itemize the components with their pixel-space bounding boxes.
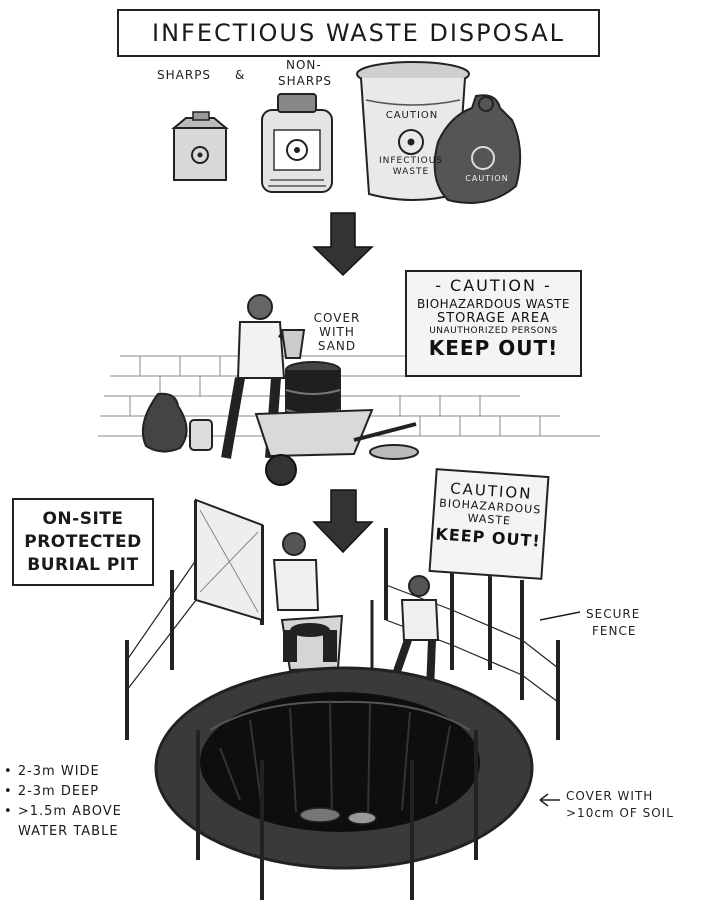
page-title: INFECTIOUS WASTE DISPOSAL	[117, 9, 600, 57]
bin-label-caution: CAUTION	[382, 110, 442, 121]
storage-sign-biohazard: BIOHAZARDOUS WASTE	[407, 297, 580, 311]
soil-label-line2: >10cm OF SOIL	[566, 805, 674, 822]
spec-water-table: • >1.5m ABOVE	[4, 802, 122, 822]
fence-label-line1: SECURE	[586, 606, 640, 623]
cover-label-line3: SAND	[312, 339, 362, 353]
bag-label-caution: CAUTION	[462, 174, 512, 183]
label-arrow-icon	[540, 794, 560, 806]
small-jar-icon	[190, 420, 212, 450]
secure-fence-label: SECURE FENCE	[586, 606, 640, 640]
pit-box-line1: ON-SITE	[42, 508, 123, 531]
pit-box-line2: PROTECTED	[24, 531, 142, 554]
down-arrow-icon	[314, 213, 372, 275]
bin-label-infectious: INFECTIOUS	[378, 156, 444, 166]
sand-bucket-icon	[282, 330, 304, 358]
spec-water-text: >1.5m ABOVE	[18, 804, 122, 819]
cover-label-line2: WITH	[312, 325, 362, 339]
caution-sign-post	[490, 565, 522, 670]
sharps-box-icon	[174, 112, 226, 180]
spec-width-text: 2-3m WIDE	[18, 764, 100, 779]
ampersand-label: &	[235, 68, 245, 83]
pit-specifications: • 2-3m WIDE • 2-3m DEEP • >1.5m ABOVE WA…	[4, 762, 122, 842]
down-arrow-icon	[314, 490, 372, 552]
non-sharps-jar-icon	[262, 94, 332, 192]
worker-with-barrow	[274, 533, 342, 670]
pit-box-line3: BURIAL PIT	[27, 554, 138, 577]
burial-pit-label-box: ON-SITE PROTECTED BURIAL PIT	[12, 498, 154, 586]
non-sharps-label-line2: SHARPS	[278, 74, 332, 89]
cover-label-line1: COVER	[312, 311, 362, 325]
non-sharps-label-line1: NON-	[286, 58, 322, 73]
burial-caution-sign: CAUTION BIOHAZARDOUS WASTE KEEP OUT!	[429, 468, 550, 580]
storage-sign-area: STORAGE AREA	[407, 311, 580, 326]
soil-label-line1: COVER WITH	[566, 788, 674, 805]
bin-label-waste: WASTE	[378, 167, 444, 177]
soil-cover-label: COVER WITH >10cm OF SOIL	[566, 788, 674, 822]
spec-depth-text: 2-3m DEEP	[18, 784, 99, 799]
fence-label-line2: FENCE	[586, 623, 640, 640]
small-bag-icon	[143, 394, 187, 452]
storage-sign-unauthorized: UNAUTHORIZED PERSONS	[407, 326, 580, 336]
spec-width: • 2-3m WIDE	[4, 762, 122, 782]
drain-cover-icon	[370, 445, 418, 459]
storage-sign-caution: - CAUTION -	[407, 276, 580, 295]
spec-depth: • 2-3m DEEP	[4, 782, 122, 802]
spec-water-table-line2: WATER TABLE	[4, 822, 122, 842]
sharps-label: SHARPS	[157, 68, 211, 83]
storage-caution-sign: - CAUTION - BIOHAZARDOUS WASTE STORAGE A…	[405, 270, 582, 377]
storage-sign-keep-out: KEEP OUT!	[407, 336, 580, 360]
cover-with-sand-label: COVER WITH SAND	[312, 311, 362, 353]
